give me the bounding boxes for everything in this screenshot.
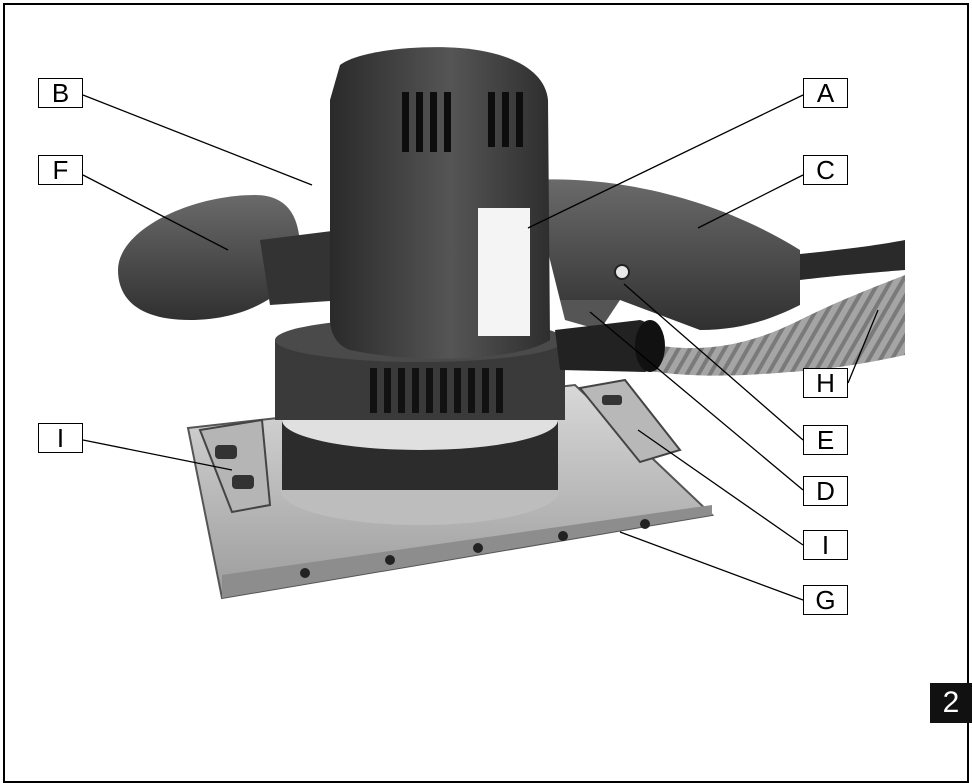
callout-a: A — [803, 78, 848, 108]
paper-clamp-left — [198, 418, 272, 514]
callout-f: F — [38, 155, 83, 185]
rear-handle — [530, 179, 800, 330]
lock-button — [614, 264, 630, 280]
sander-illustration — [82, 47, 905, 601]
dust-port — [555, 320, 665, 372]
callout-c: C — [803, 155, 848, 185]
callout-e: E — [803, 425, 848, 455]
page-number: 2 — [930, 683, 972, 723]
callout-d: D — [803, 476, 848, 506]
motor-housing — [330, 47, 550, 359]
callout-i-left: I — [38, 423, 83, 453]
front-handle — [118, 195, 345, 320]
motor-base — [275, 318, 565, 525]
rating-plate — [478, 208, 530, 336]
leader-lines — [82, 94, 879, 601]
callout-b: B — [38, 78, 83, 108]
callout-h: H — [803, 368, 848, 398]
dust-hose — [600, 240, 905, 376]
callout-g: G — [803, 585, 848, 615]
callout-i-right: I — [803, 530, 848, 560]
